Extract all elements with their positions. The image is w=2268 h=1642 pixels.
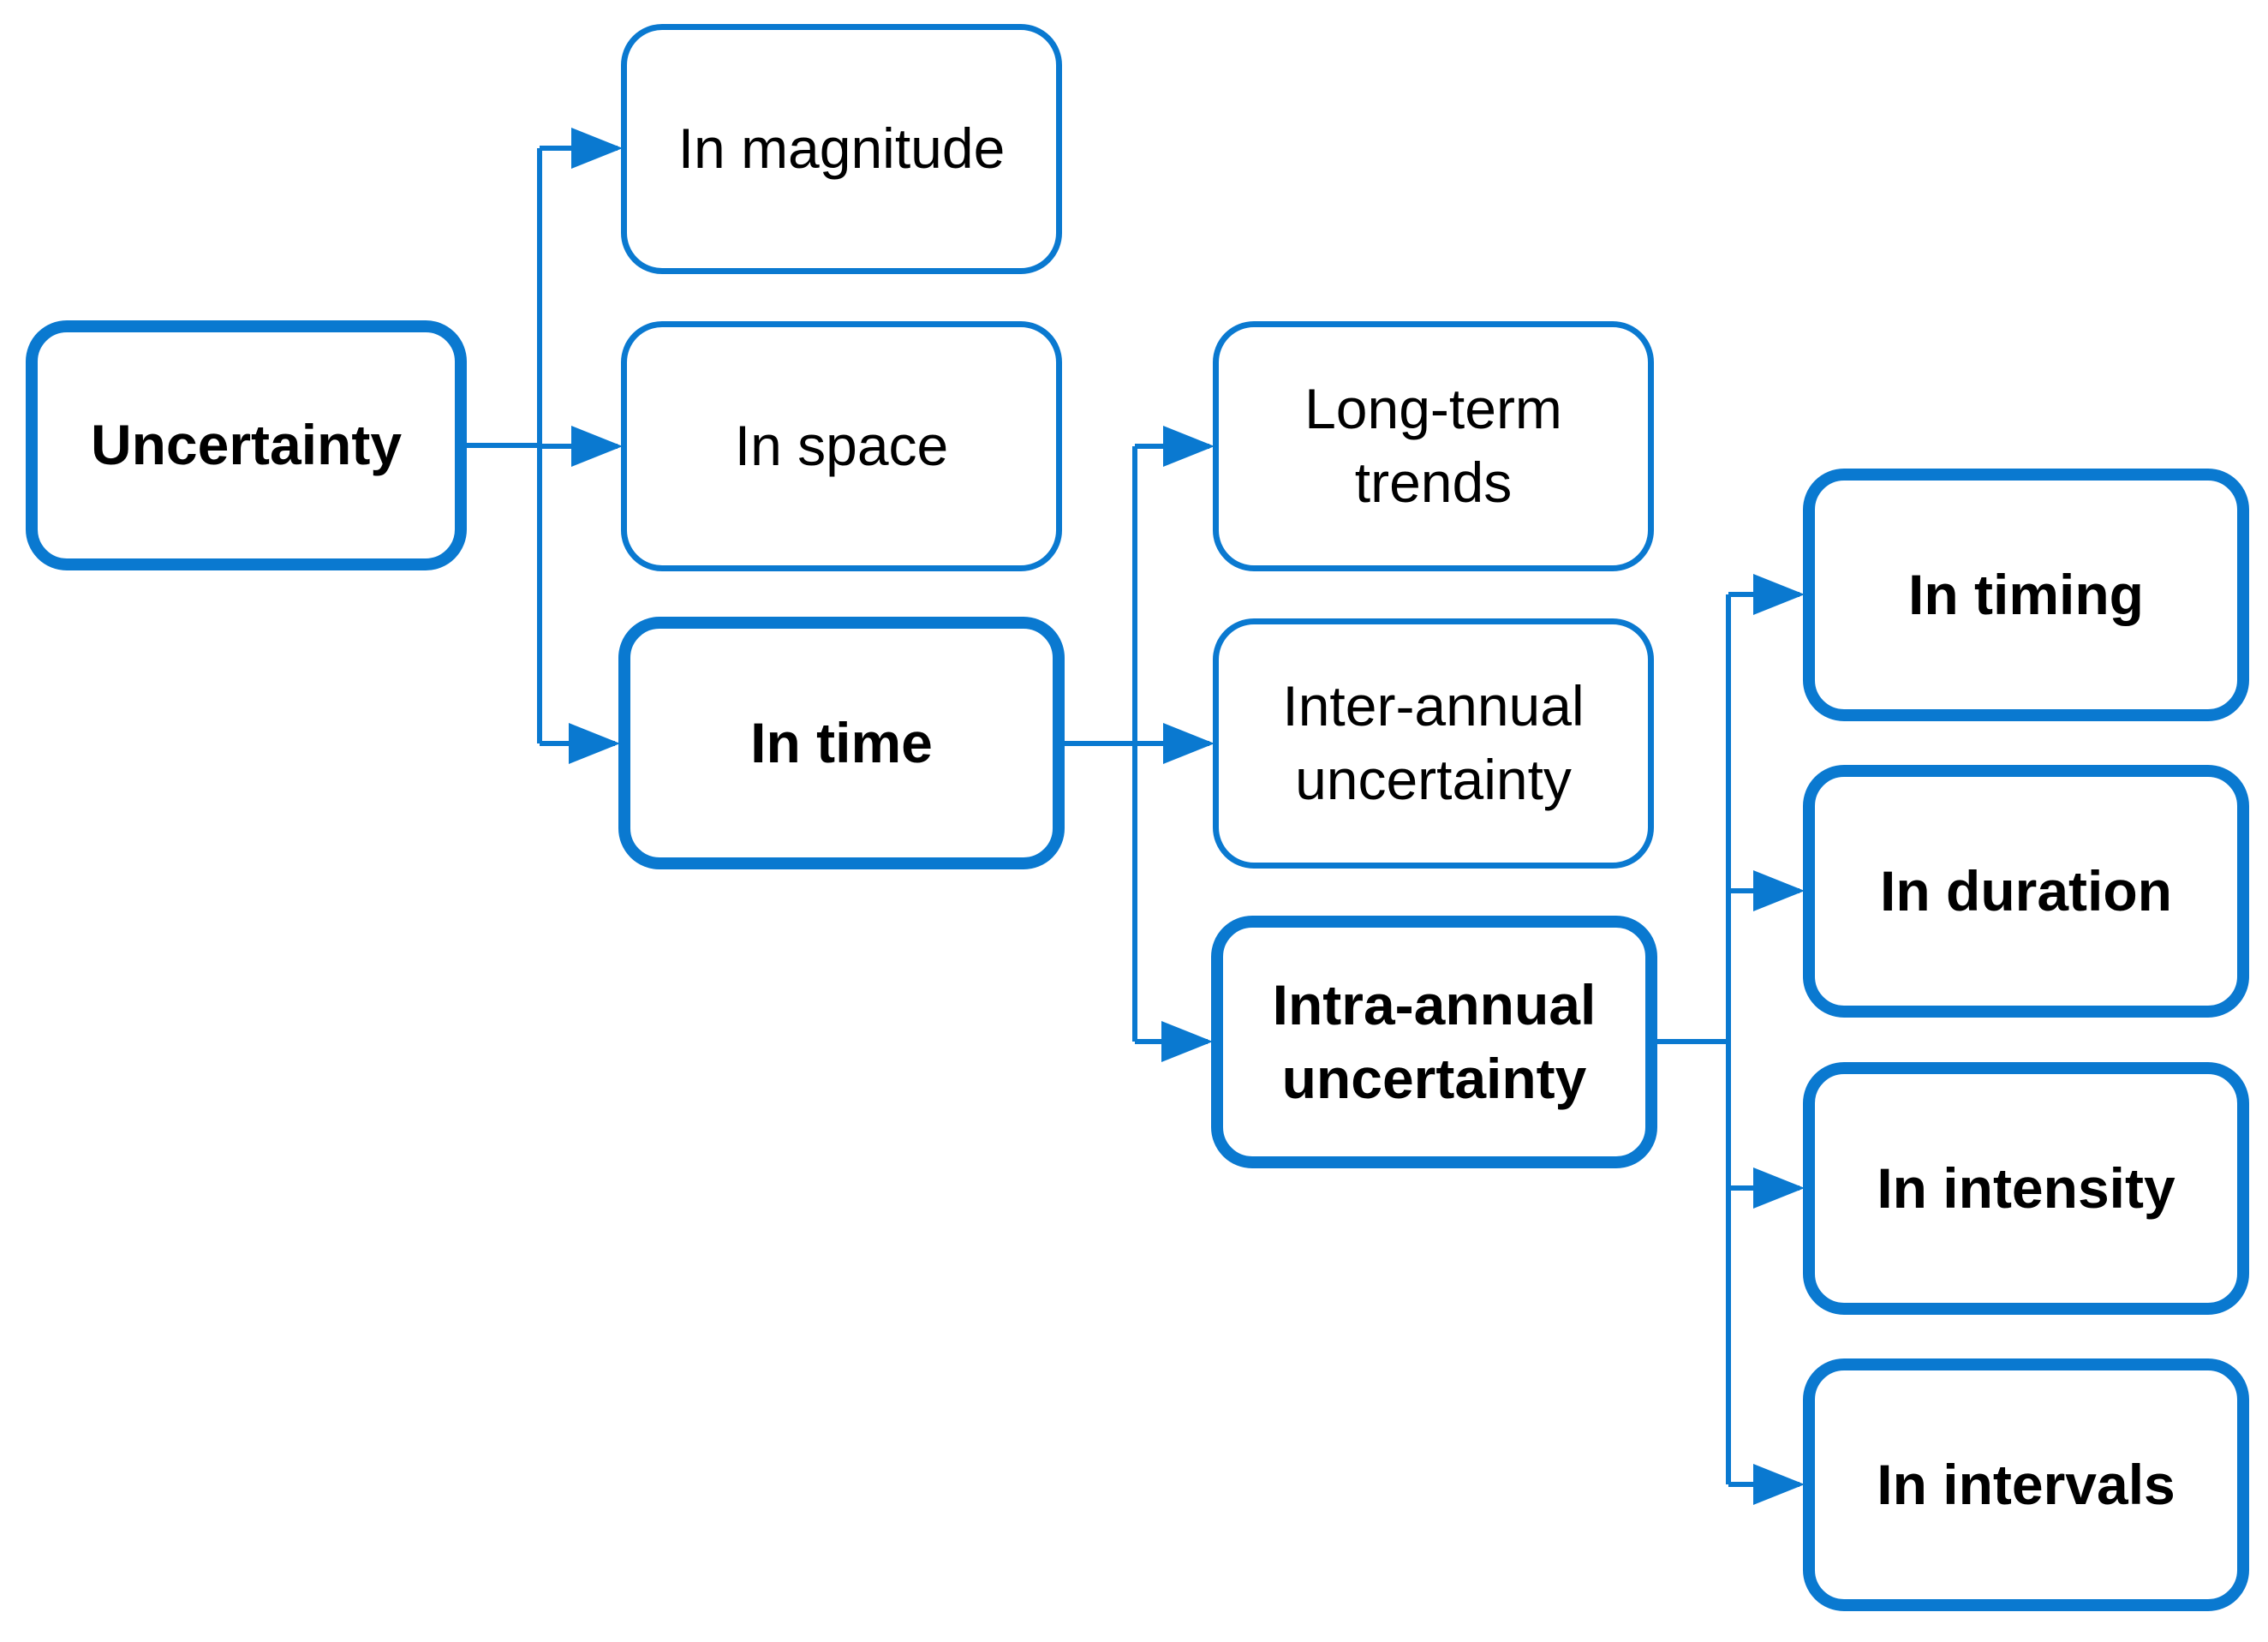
node-long-term-trends-line-2: trends <box>1354 451 1513 514</box>
node-inter-annual-line-2: uncertainty <box>1295 748 1572 811</box>
node-in-space-label: In space <box>734 414 949 478</box>
node-in-time-label: In time <box>750 710 933 774</box>
node-in-timing: In timing <box>1803 469 2249 721</box>
node-in-intensity: In intensity <box>1803 1062 2249 1315</box>
node-in-magnitude-label: In magnitude <box>677 116 1006 181</box>
node-long-term-trends: Long-term trends <box>1213 321 1654 571</box>
node-in-intervals-label: In intervals <box>1877 1452 2175 1516</box>
node-long-term-trends-line-1: Long-term <box>1304 377 1562 441</box>
node-in-duration-label: In duration <box>1880 858 2172 923</box>
node-in-intensity-label: In intensity <box>1877 1155 2175 1220</box>
node-in-time: In time <box>618 617 1065 869</box>
node-in-duration: In duration <box>1803 765 2249 1018</box>
node-in-magnitude: In magnitude <box>621 24 1062 274</box>
node-inter-annual-line-1: Inter-annual <box>1282 674 1585 738</box>
node-uncertainty-label: Uncertainty <box>90 413 403 477</box>
node-in-space: In space <box>621 321 1062 571</box>
node-in-intervals: In intervals <box>1803 1358 2249 1611</box>
node-intra-annual-line-1: Intra-annual <box>1272 972 1597 1036</box>
node-in-timing-label: In timing <box>1908 562 2144 626</box>
node-uncertainty: Uncertainty <box>26 320 467 570</box>
node-intra-annual-line-2: uncertainty <box>1281 1046 1587 1110</box>
node-inter-annual-uncertainty: Inter-annual uncertainty <box>1213 618 1654 869</box>
node-intra-annual-uncertainty: Intra-annual uncertainty <box>1211 916 1657 1168</box>
